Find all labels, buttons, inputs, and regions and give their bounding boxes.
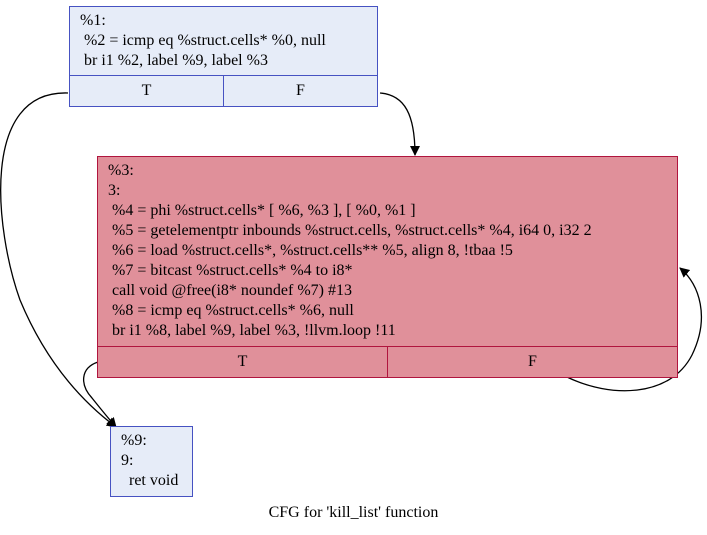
node-line: 9:: [121, 452, 134, 469]
node-line: %4 = phi %struct.cells* [ %6, %3 ], [ %0…: [108, 202, 416, 219]
node-line: %7 = bitcast %struct.cells* %4 to i8*: [108, 262, 353, 279]
node-block-1-body: %1: %2 = icmp eq %struct.cells* %0, null…: [70, 7, 377, 71]
node-line: %3:: [108, 162, 134, 179]
node-block-3[interactable]: %3: 3: %4 = phi %struct.cells* [ %6, %3 ]…: [97, 156, 678, 378]
node-block-3-body: %3: 3: %4 = phi %struct.cells* [ %6, %3 ]…: [98, 157, 677, 341]
node-line: %1:: [80, 12, 106, 29]
node-line: br i1 %8, label %9, label %3, !llvm.loop…: [108, 322, 396, 339]
node-line: %8 = icmp eq %struct.cells* %6, null: [108, 302, 354, 319]
edge-n3-false-loop: [566, 267, 703, 392]
port-true[interactable]: T: [141, 82, 152, 99]
edge-n1-true-to-n9: [0, 92, 117, 428]
edge-n1-false-to-n3: [379, 92, 420, 156]
node-block-3-ports: T F: [98, 346, 677, 377]
node-block-1-ports: T F: [70, 75, 377, 106]
port-false[interactable]: F: [223, 76, 377, 106]
port-false[interactable]: F: [387, 347, 677, 377]
node-block-9-body: %9: 9: ret void: [111, 427, 192, 491]
node-line: %9:: [121, 432, 147, 449]
node-line: %6 = load %struct.cells*, %struct.cells*…: [108, 242, 513, 259]
port-true[interactable]: T: [237, 353, 248, 370]
node-block-9[interactable]: %9: 9: ret void: [110, 426, 193, 497]
node-line: call void @free(i8* noundef %7) #13: [108, 282, 352, 299]
node-line: 3:: [108, 182, 121, 199]
node-line: %5 = getelementptr inbounds %struct.cell…: [108, 222, 592, 239]
diagram-caption: CFG for 'kill_list' function: [268, 504, 439, 521]
node-line: %2 = icmp eq %struct.cells* %0, null: [80, 32, 326, 49]
node-line: br i1 %2, label %9, label %3: [80, 52, 268, 69]
node-block-1[interactable]: %1: %2 = icmp eq %struct.cells* %0, null…: [69, 6, 378, 107]
edge-n3-true-to-n9: [83, 361, 117, 428]
node-line: ret void: [121, 472, 179, 489]
